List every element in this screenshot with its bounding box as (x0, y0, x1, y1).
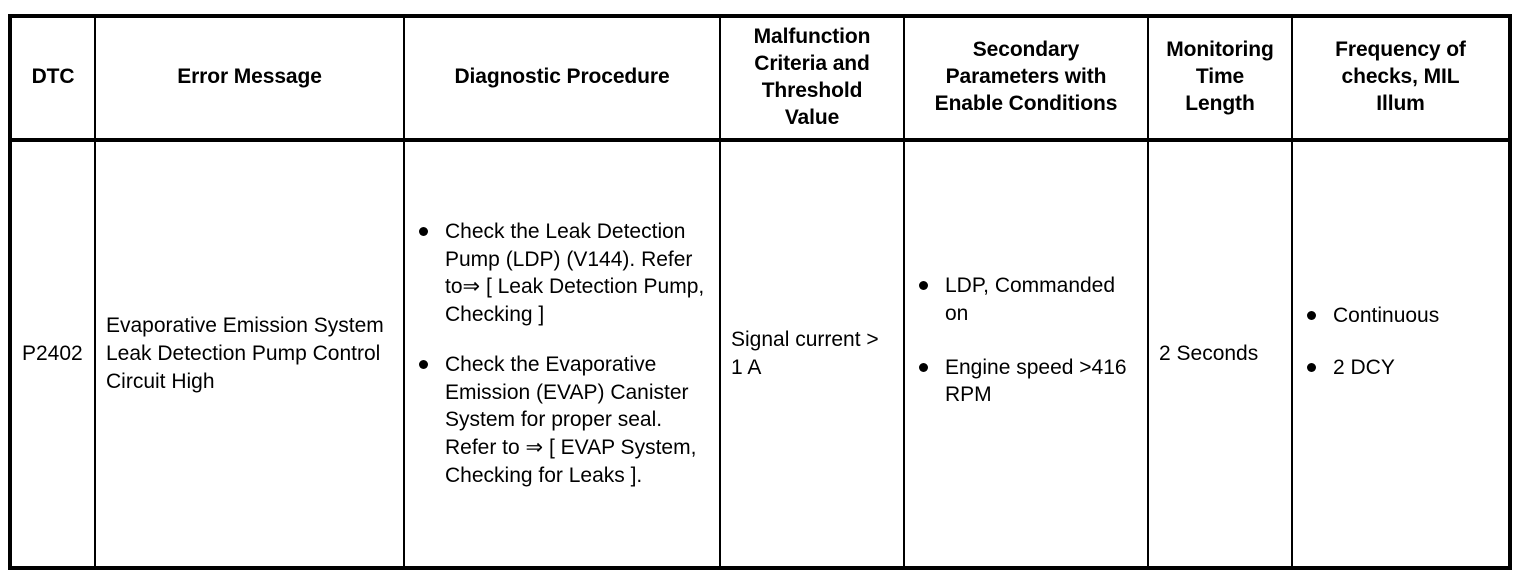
list-item: Continuous (1303, 302, 1498, 330)
column-header-monitoring-time-line-2: Time (1195, 65, 1245, 89)
column-header-malfunction-criteria-line-2: Criteria and (754, 51, 870, 75)
bullet-icon (919, 281, 928, 291)
column-header-malfunction-criteria-line-3: Threshold (761, 78, 863, 102)
column-header-secondary-parameters: Secondary Parameters with Enable Conditi… (903, 16, 1149, 142)
column-header-dtc-label: DTC (31, 65, 75, 89)
list-item: 2 DCY (1303, 354, 1498, 382)
cell-malfunction-criteria: Signal current > 1 A (719, 139, 905, 568)
cell-monitoring-time: 2 Seconds (1147, 139, 1293, 568)
dtc-code: P2402 (22, 341, 83, 365)
list-item-text: 2 DCY (1333, 355, 1395, 379)
list-item: LDP, Commanded on (915, 272, 1137, 327)
bullet-icon (419, 227, 428, 237)
column-header-frequency-line-2: checks, MIL (1341, 65, 1460, 89)
bullet-icon (419, 359, 428, 369)
list-item: Check the Leak Detection Pump (LDP) (V14… (415, 218, 709, 329)
column-header-secondary-parameters-line-1: Secondary (972, 38, 1080, 62)
column-header-monitoring-time-line-1: Monitoring (1166, 38, 1274, 62)
list-item-text: Check the Evaporative Emission (EVAP) Ca… (445, 352, 697, 487)
bullet-icon (1307, 311, 1316, 321)
column-header-secondary-parameters-line-2: Parameters with (945, 65, 1107, 89)
column-header-error-message-label: Error Message (177, 65, 322, 89)
malfunction-criteria-text: Signal current > 1 A (731, 328, 879, 379)
column-header-error-message: Error Message (94, 16, 405, 142)
column-header-monitoring-time-line-3: Length (1185, 92, 1255, 116)
list-item: Check the Evaporative Emission (EVAP) Ca… (415, 351, 709, 490)
column-header-malfunction-criteria: Malfunction Criteria and Threshold Value (719, 16, 905, 142)
header-row: DTC Error Message Diagnostic Procedure M… (10, 16, 1510, 142)
table-row: P2402 Evaporative Emission System Leak D… (10, 139, 1510, 568)
secondary-parameters-list: LDP, Commanded on Engine speed >416 RPM (915, 272, 1137, 409)
column-header-frequency-line-3: Illum (1376, 92, 1425, 116)
column-header-monitoring-time: Monitoring Time Length (1147, 16, 1293, 142)
dtc-diagnostic-table: DTC Error Message Diagnostic Procedure M… (8, 14, 1512, 570)
column-header-malfunction-criteria-line-1: Malfunction (753, 25, 871, 48)
cell-secondary-parameters: LDP, Commanded on Engine speed >416 RPM (903, 139, 1149, 568)
list-item-text: Engine speed >416 RPM (945, 355, 1127, 407)
column-header-frequency-line-1: Frequency of (1335, 38, 1466, 62)
diagnostic-procedure-list: Check the Leak Detection Pump (LDP) (V14… (415, 218, 709, 489)
column-header-malfunction-criteria-line-4: Value (784, 105, 840, 129)
column-header-dtc: DTC (10, 16, 96, 142)
table-header: DTC Error Message Diagnostic Procedure M… (10, 16, 1510, 142)
bullet-icon (919, 362, 928, 372)
monitoring-time-text: 2 Seconds (1159, 341, 1259, 365)
cell-error-message: Evaporative Emission System Leak Detecti… (94, 139, 405, 568)
cell-frequency: Continuous 2 DCY (1291, 139, 1510, 568)
bullet-icon (1307, 362, 1316, 372)
column-header-frequency: Frequency of checks, MIL Illum (1291, 16, 1510, 142)
table-body: P2402 Evaporative Emission System Leak D… (10, 139, 1510, 568)
column-header-secondary-parameters-line-3: Enable Conditions (934, 92, 1118, 116)
list-item-text: Continuous (1333, 304, 1440, 328)
column-header-diagnostic-procedure: Diagnostic Procedure (403, 16, 721, 142)
list-item: Engine speed >416 RPM (915, 354, 1137, 409)
cell-diagnostic-procedure: Check the Leak Detection Pump (LDP) (V14… (403, 139, 721, 568)
cell-dtc: P2402 (10, 139, 96, 568)
list-item-text: Check the Leak Detection Pump (LDP) (V14… (445, 220, 705, 327)
column-header-diagnostic-procedure-label: Diagnostic Procedure (454, 65, 670, 89)
list-item-text: LDP, Commanded on (945, 274, 1116, 326)
error-message-text: Evaporative Emission System Leak Detecti… (106, 314, 384, 393)
frequency-list: Continuous 2 DCY (1303, 302, 1498, 381)
